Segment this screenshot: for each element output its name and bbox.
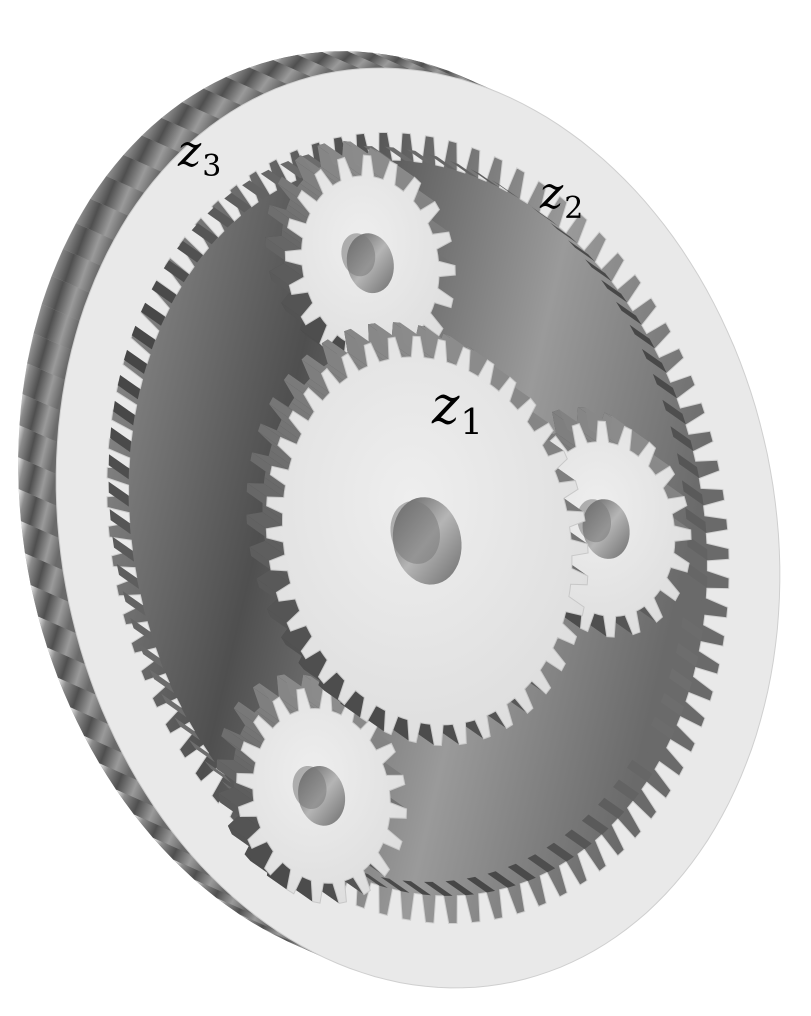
label-sun-gear-z1: z1: [432, 380, 483, 441]
label-ring-gear-z3: z3: [178, 130, 221, 181]
label-planet-gear-z2: z2: [540, 172, 583, 223]
